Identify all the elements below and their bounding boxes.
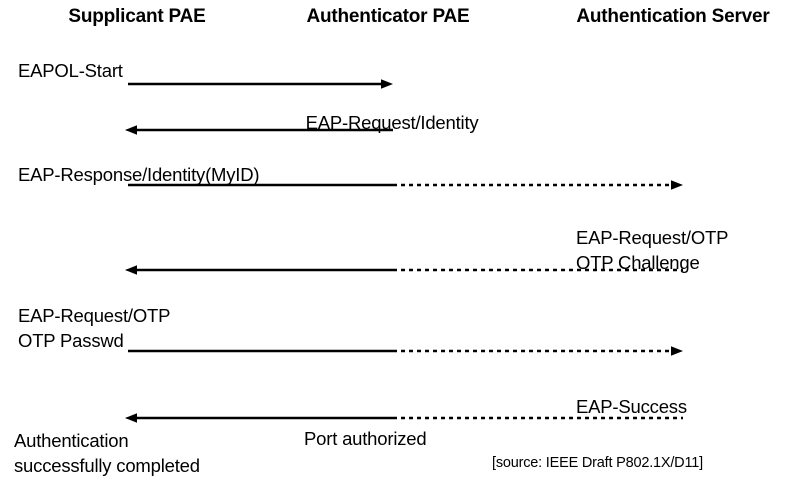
column-header-authentication-server: Authentication Server: [576, 6, 770, 27]
message-label-line-1: EAP-Request/OTP: [576, 227, 729, 248]
message-label-eap-request-otp-passwd: EAP-Request/OTP OTP Passwd: [18, 303, 170, 353]
arrow-eapol-start: [128, 79, 393, 89]
message-label-eap-success: EAP-Success: [576, 396, 687, 417]
column-header-supplicant: Supplicant PAE: [68, 6, 206, 27]
message-label-line-2: OTP Challenge: [576, 252, 700, 273]
arrow-eap-response-identity: [128, 180, 683, 190]
arrowhead-left: [125, 413, 137, 423]
source-citation: [source: IEEE Draft P802.1X/D11]: [492, 455, 703, 471]
message-label-line-1: EAP-Request/OTP: [18, 305, 171, 326]
arrowhead-right: [671, 346, 683, 356]
arrow-eap-request-otp-passwd: [128, 346, 683, 356]
arrowhead-right: [671, 180, 683, 190]
note-port-authorized: Port authorized: [304, 428, 427, 449]
note-line-1: Authentication: [14, 430, 129, 451]
message-label-eap-response-identity: EAP-Response/Identity(MyID): [18, 164, 260, 185]
arrowhead-left: [125, 265, 137, 275]
arrow-eap-request-otp-challenge: [125, 265, 683, 275]
note-authentication-complete: Authentication successfully completed: [14, 428, 200, 478]
message-label-line-2: OTP Passwd: [18, 330, 124, 351]
message-label-eap-request-identity: EAP-Request/Identity: [305, 112, 479, 133]
arrowhead-right: [381, 79, 393, 89]
arrowhead-left: [125, 125, 137, 135]
arrow-eap-request-identity: [125, 125, 393, 135]
arrow-eap-success: [125, 413, 683, 423]
column-header-authenticator: Authenticator PAE: [306, 6, 470, 27]
note-line-2: successfully completed: [14, 455, 200, 476]
message-label-eapol-start: EAPOL-Start: [18, 60, 123, 81]
message-label-eap-request-otp-challenge: EAP-Request/OTP OTP Challenge: [576, 225, 728, 275]
